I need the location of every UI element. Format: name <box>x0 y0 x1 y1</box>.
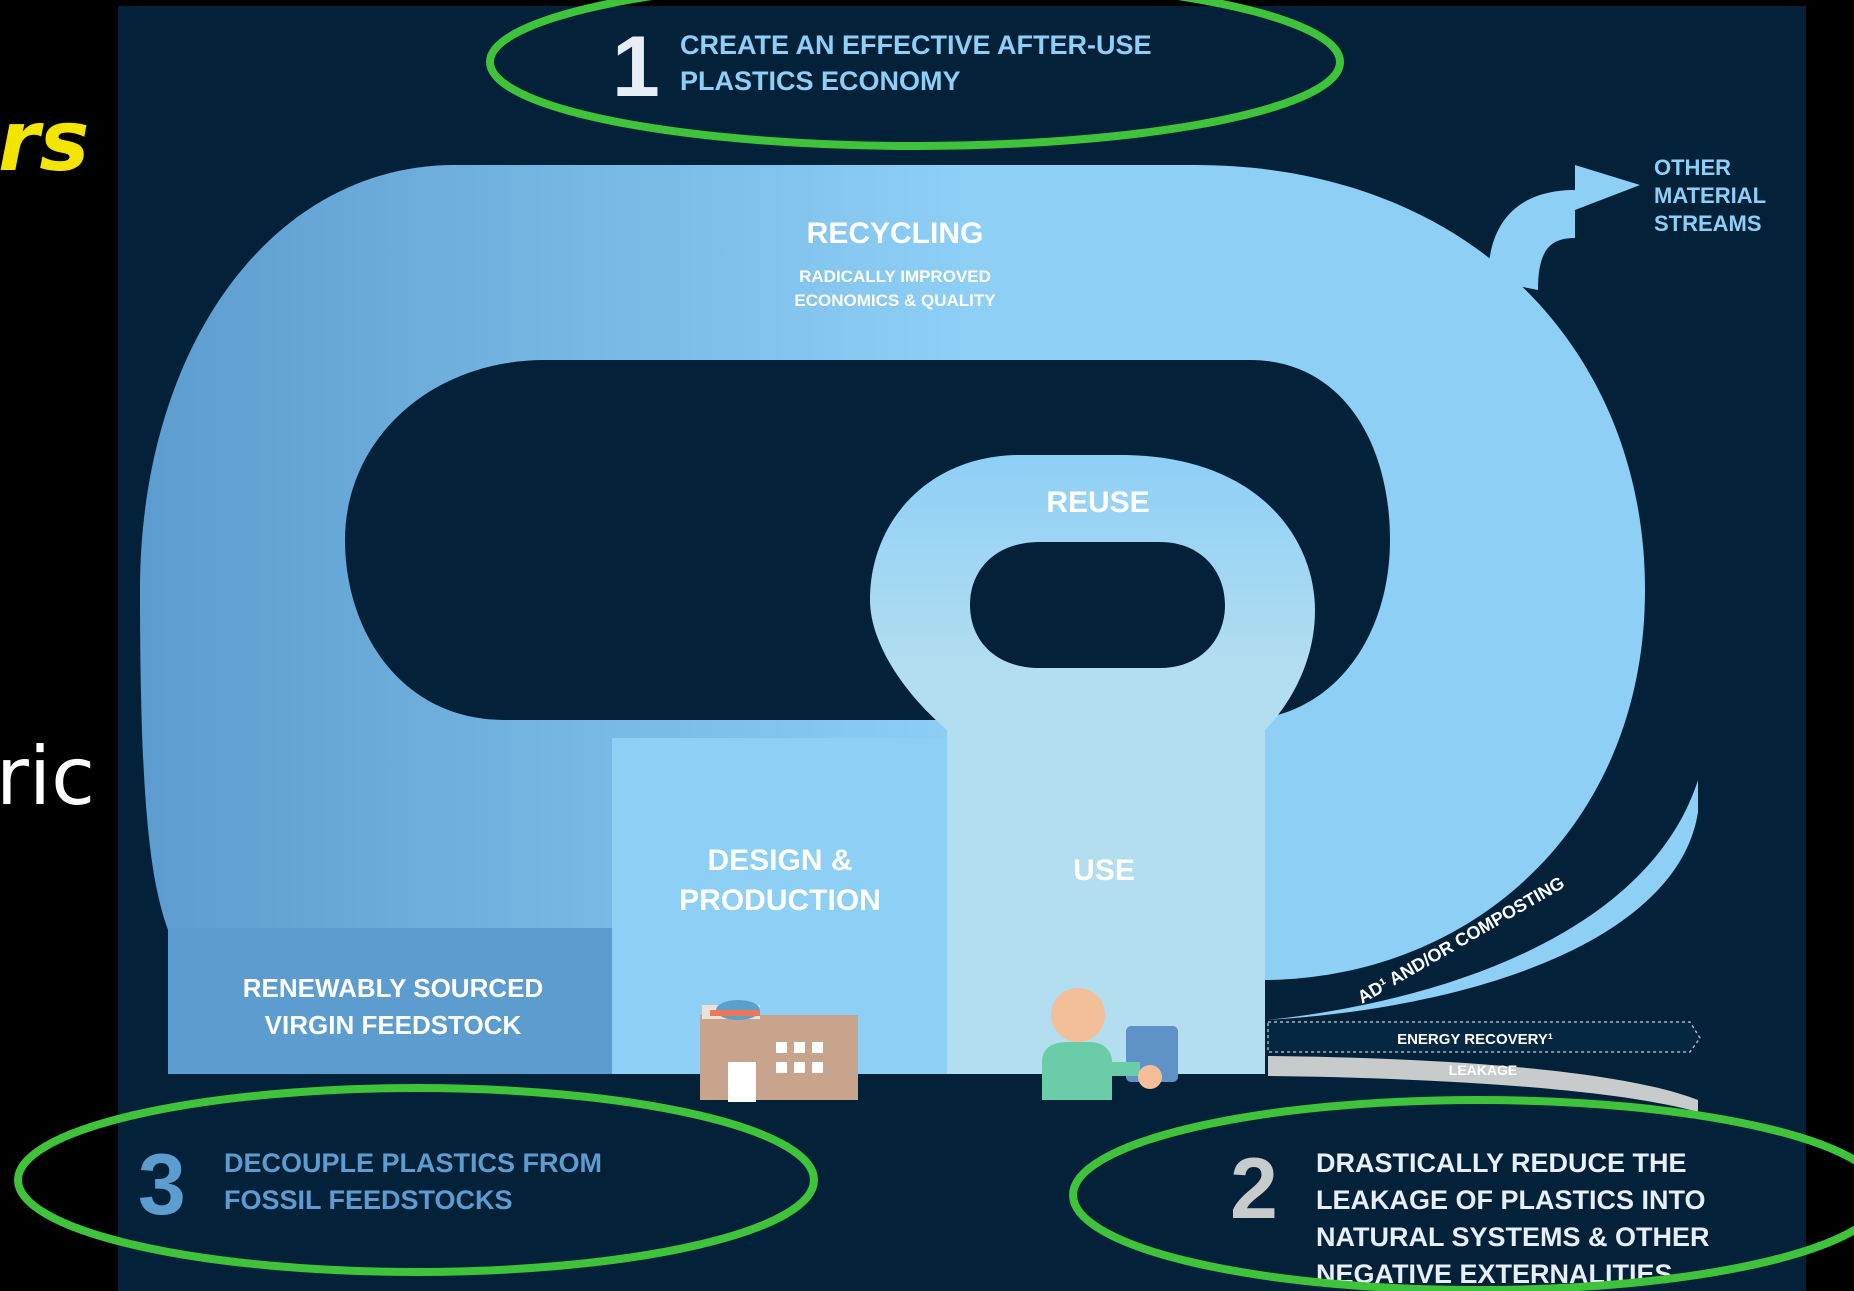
leakage-band <box>1268 1056 1698 1112</box>
step2-line3: NATURAL SYSTEMS & OTHER <box>1316 1222 1710 1252</box>
other-streams-line1: OTHER <box>1654 155 1731 180</box>
recycling-loop <box>140 165 1645 980</box>
other-streams-line2: MATERIAL <box>1654 183 1766 208</box>
step1-number: 1 <box>612 19 660 115</box>
step2-line1: DRASTICALLY REDUCE THE <box>1316 1148 1687 1178</box>
reuse-loop <box>870 455 1315 1076</box>
step1-line1: CREATE AN EFFECTIVE AFTER-USE <box>680 30 1152 60</box>
design-label-line1: DESIGN & <box>707 844 852 877</box>
recycling-subtitle-1: RADICALLY IMPROVED <box>799 267 991 286</box>
step2-number: 2 <box>1230 1141 1278 1237</box>
factory-icon <box>700 1000 858 1102</box>
leakage-label: LEAKAGE <box>1449 1062 1517 1078</box>
highlight-ellipse-step3 <box>14 1084 818 1276</box>
step2-line2: LEAKAGE OF PLASTICS INTO <box>1316 1185 1706 1215</box>
recycling-subtitle-2: ECONOMICS & QUALITY <box>794 291 996 310</box>
renewable-line1: RENEWABLY SOURCED <box>243 973 544 1003</box>
step3-line2: FOSSIL FEEDSTOCKS <box>224 1185 513 1215</box>
highlight-ellipse-step1 <box>486 0 1344 150</box>
other-material-streams-arrow <box>1488 165 1640 290</box>
highlight-ellipse-step2 <box>1069 1096 1854 1291</box>
step1-line2: PLASTICS ECONOMY <box>680 66 961 96</box>
step3-line1: DECOUPLE PLASTICS FROM <box>224 1148 602 1178</box>
recycling-title: RECYCLING <box>807 217 984 250</box>
use-label: USE <box>1073 854 1135 887</box>
renewable-line2: VIRGIN FEEDSTOCK <box>265 1010 522 1040</box>
design-label-line2: PRODUCTION <box>679 884 881 917</box>
slide-body-fragment: ric <box>0 730 96 823</box>
energy-recovery-label: ENERGY RECOVERY¹ <box>1397 1031 1553 1048</box>
renewable-feedstock-block <box>168 928 623 1076</box>
other-streams-line3: STREAMS <box>1654 211 1762 236</box>
slide-title-fragment: rs <box>0 92 90 190</box>
step3-number: 3 <box>138 1137 186 1233</box>
energy-recovery-arrow <box>1267 1021 1701 1053</box>
reuse-label: REUSE <box>1046 486 1149 519</box>
person-icon <box>1042 988 1178 1100</box>
composting-arrow <box>1268 780 1698 1020</box>
